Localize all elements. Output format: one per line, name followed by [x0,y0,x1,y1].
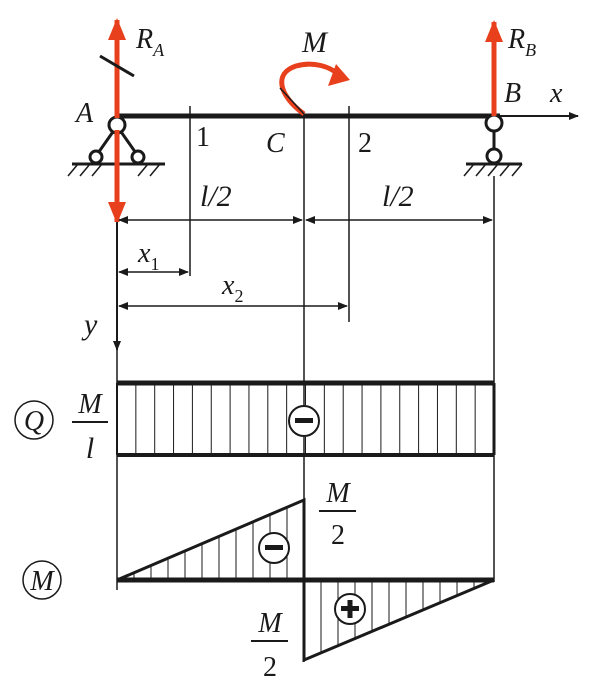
shear-label: Q [14,400,54,440]
svg-text:Q: Q [24,406,44,437]
moment-negative-sign [258,532,290,564]
support-b [463,113,523,177]
point-b-label: B [504,78,521,109]
svg-text:l: l [86,432,94,465]
half-left-label: l/2 [200,180,232,213]
svg-text:2: 2 [263,652,277,683]
svg-text:M: M [77,389,103,420]
svg-text:M: M [29,566,55,597]
svg-text:M: M [257,608,283,639]
ra-strike [99,54,135,78]
svg-text:M: M [325,478,351,509]
x2-label: x2 [221,270,243,306]
point-a-label: A [74,98,94,129]
point-c-label: C [266,128,285,159]
moment-arrow [279,61,350,117]
moment-positive-sign [334,593,366,625]
rb-label: RB [507,24,536,60]
svg-text:2: 2 [331,520,345,551]
moment-label: M [301,26,329,59]
moment-diagram [116,497,495,663]
moment-diagram-label: M [22,560,62,600]
section-2-label: 2 [358,128,372,159]
shear-value: M l [72,389,108,465]
section-1-label: 1 [196,122,210,153]
ra-label: RA [135,24,165,60]
y-axis-label: y [81,308,98,341]
x1-label: x1 [137,238,159,274]
shear-sign [288,405,320,437]
moment-top-value: M 2 [319,478,356,551]
x-axis-label: x [549,78,563,109]
moment-bottom-value: M 2 [251,608,288,683]
half-right-label: l/2 [382,180,414,213]
shear-diagram [116,380,496,457]
